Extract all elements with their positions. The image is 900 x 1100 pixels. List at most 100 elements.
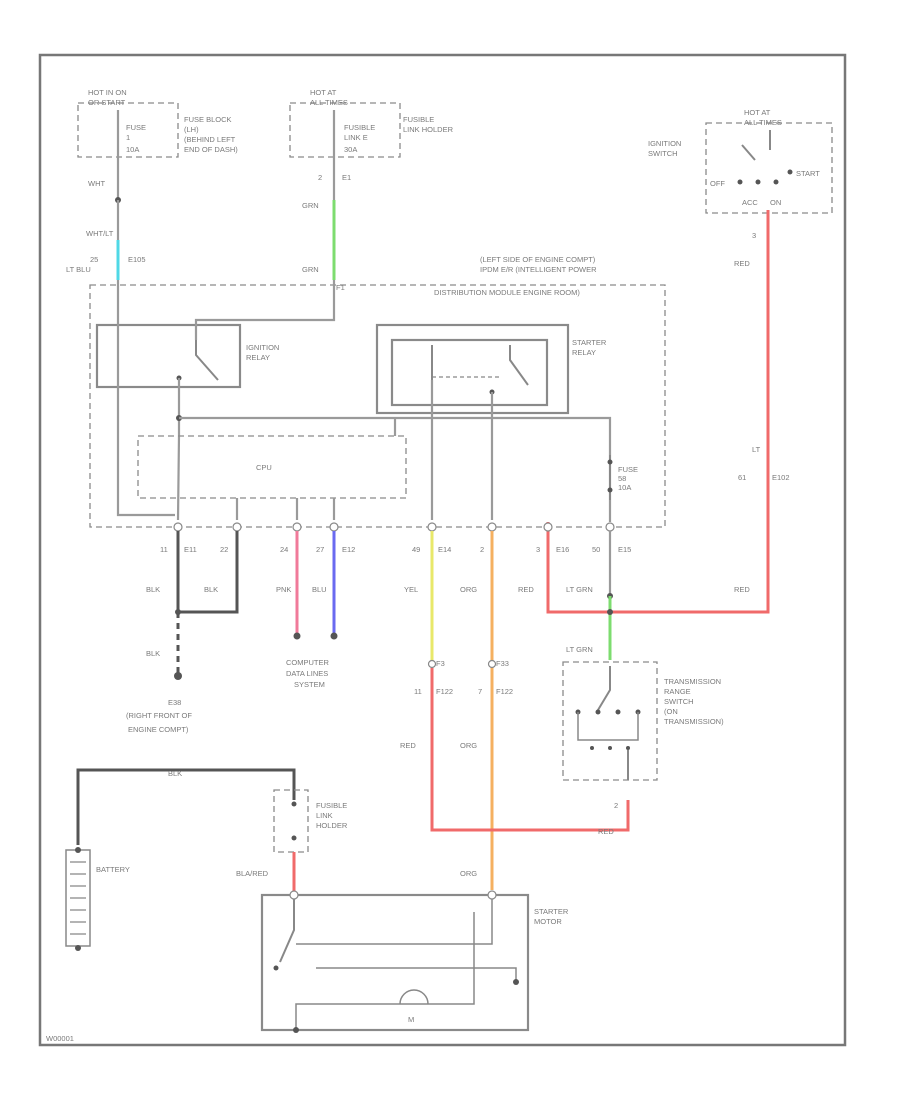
svg-text:ALL TIMES: ALL TIMES xyxy=(744,118,782,127)
svg-text:DATA LINES: DATA LINES xyxy=(286,669,328,678)
svg-text:22: 22 xyxy=(220,545,228,554)
svg-text:GRN: GRN xyxy=(302,201,319,210)
svg-text:FUSIBLE: FUSIBLE xyxy=(344,123,375,132)
svg-text:BLK: BLK xyxy=(204,585,218,594)
svg-text:3: 3 xyxy=(536,545,540,554)
svg-text:IGNITION: IGNITION xyxy=(648,139,681,148)
svg-text:TRANSMISSION): TRANSMISSION) xyxy=(664,717,724,726)
svg-text:E105: E105 xyxy=(128,255,146,264)
svg-text:HOT AT: HOT AT xyxy=(744,108,771,117)
svg-text:HOT IN ON: HOT IN ON xyxy=(88,88,127,97)
svg-text:10A: 10A xyxy=(618,483,631,492)
svg-text:SWITCH: SWITCH xyxy=(648,149,678,158)
svg-text:7: 7 xyxy=(478,687,482,696)
svg-text:RELAY: RELAY xyxy=(572,348,596,357)
svg-text:BATTERY: BATTERY xyxy=(96,865,130,874)
svg-text:M: M xyxy=(408,1015,414,1024)
svg-text:BLK: BLK xyxy=(168,769,182,778)
svg-text:27: 27 xyxy=(316,545,324,554)
svg-text:BLU: BLU xyxy=(312,585,327,594)
svg-text:FUSIBLE: FUSIBLE xyxy=(403,115,434,124)
svg-text:(LEFT SIDE OF ENGINE COMPT): (LEFT SIDE OF ENGINE COMPT) xyxy=(480,255,596,264)
svg-text:IPDM E/R (INTELLIGENT POWER: IPDM E/R (INTELLIGENT POWER xyxy=(480,265,597,274)
fusible-link-holder-bottom: FUSIBLE LINK HOLDER xyxy=(273,789,348,853)
svg-text:F122: F122 xyxy=(496,687,513,696)
svg-text:30A: 30A xyxy=(344,145,357,154)
svg-text:BLK: BLK xyxy=(146,649,160,658)
svg-text:START: START xyxy=(796,169,820,178)
battery: BLK BATTERY xyxy=(65,768,296,951)
svg-text:E12: E12 xyxy=(342,545,355,554)
svg-text:LINK: LINK xyxy=(316,811,333,820)
svg-text:61: 61 xyxy=(738,473,746,482)
svg-text:YEL: YEL xyxy=(404,585,418,594)
diagram-id: W00001 xyxy=(46,1034,74,1043)
svg-text:SYSTEM: SYSTEM xyxy=(294,680,325,689)
svg-text:OR START: OR START xyxy=(88,98,126,107)
ignition-switch: HOT AT ALL TIMES IGNITION SWITCH OFF STA… xyxy=(648,108,833,240)
svg-text:RELAY: RELAY xyxy=(246,353,270,362)
svg-text:RED: RED xyxy=(518,585,534,594)
cpu-block: CPU xyxy=(137,435,407,499)
svg-text:RANGE: RANGE xyxy=(664,687,691,696)
svg-text:1: 1 xyxy=(126,133,130,142)
svg-text:BLK: BLK xyxy=(146,585,160,594)
svg-text:E11: E11 xyxy=(184,545,197,554)
svg-text:BLA/RED: BLA/RED xyxy=(236,869,269,878)
svg-text:WHT: WHT xyxy=(88,179,105,188)
svg-text:3: 3 xyxy=(752,231,756,240)
svg-text:PNK: PNK xyxy=(276,585,291,594)
svg-text:END OF DASH): END OF DASH) xyxy=(184,145,238,154)
svg-text:FUSE: FUSE xyxy=(126,123,146,132)
svg-text:2: 2 xyxy=(480,545,484,554)
diagram-frame xyxy=(38,53,847,1047)
svg-text:2: 2 xyxy=(614,801,618,810)
svg-text:TRANSMISSION: TRANSMISSION xyxy=(664,677,721,686)
svg-text:E15: E15 xyxy=(618,545,631,554)
ipdm-er-module: (LEFT SIDE OF ENGINE COMPT) IPDM E/R (IN… xyxy=(89,255,666,528)
svg-text:ORG: ORG xyxy=(460,585,477,594)
svg-text:LT GRN: LT GRN xyxy=(566,645,593,654)
svg-text:F33: F33 xyxy=(496,659,509,668)
starter-motor: STARTER MOTOR M xyxy=(260,890,569,1033)
svg-text:WHT/LT: WHT/LT xyxy=(86,229,114,238)
svg-text:CPU: CPU xyxy=(256,463,272,472)
svg-text:ORG: ORG xyxy=(460,869,477,878)
svg-text:E14: E14 xyxy=(438,545,451,554)
svg-text:FUSE: FUSE xyxy=(618,465,638,474)
svg-text:E102: E102 xyxy=(772,473,790,482)
svg-text:STARTER: STARTER xyxy=(572,338,607,347)
svg-text:11: 11 xyxy=(414,687,422,696)
svg-text:DISTRIBUTION MODULE ENGINE ROO: DISTRIBUTION MODULE ENGINE ROOM) xyxy=(434,288,580,297)
ignition-relay: IGNITION RELAY xyxy=(95,323,279,389)
fuse-58: FUSE 58 10A xyxy=(607,455,638,500)
svg-text:STARTER: STARTER xyxy=(534,907,569,916)
ground-e38: E38 (RIGHT FRONT OF ENGINE COMPT) xyxy=(126,698,192,734)
svg-text:GRN: GRN xyxy=(302,265,319,274)
svg-text:E1: E1 xyxy=(342,173,351,182)
fuse-block: HOT IN ON OR START FUSE 1 10A FUSE BLOCK… xyxy=(77,88,238,158)
svg-text:ALL TIMES: ALL TIMES xyxy=(310,98,348,107)
fusible-link-holder-top: HOT AT ALL TIMES FUSIBLE LINK E 30A FUSI… xyxy=(289,88,454,158)
svg-text:ORG: ORG xyxy=(460,741,477,750)
svg-text:LINK E: LINK E xyxy=(344,133,368,142)
svg-text:MOTOR: MOTOR xyxy=(534,917,562,926)
svg-text:E38: E38 xyxy=(168,698,181,707)
svg-text:RED: RED xyxy=(598,827,614,836)
svg-text:LT GRN: LT GRN xyxy=(566,585,593,594)
svg-text:LT BLU: LT BLU xyxy=(66,265,91,274)
svg-text:24: 24 xyxy=(280,545,288,554)
svg-text:FUSIBLE: FUSIBLE xyxy=(316,801,347,810)
svg-text:SWITCH: SWITCH xyxy=(664,697,694,706)
svg-text:(RIGHT FRONT OF: (RIGHT FRONT OF xyxy=(126,711,192,720)
svg-text:LT: LT xyxy=(752,445,761,454)
computer-data-lines: COMPUTER DATA LINES SYSTEM xyxy=(286,658,330,689)
svg-text:2: 2 xyxy=(318,173,322,182)
svg-text:RED: RED xyxy=(734,585,750,594)
svg-text:FUSE BLOCK: FUSE BLOCK xyxy=(184,115,232,124)
svg-text:RED: RED xyxy=(400,741,416,750)
svg-text:RED: RED xyxy=(734,259,750,268)
starter-relay: STARTER RELAY xyxy=(375,323,607,415)
svg-text:ON: ON xyxy=(770,198,781,207)
